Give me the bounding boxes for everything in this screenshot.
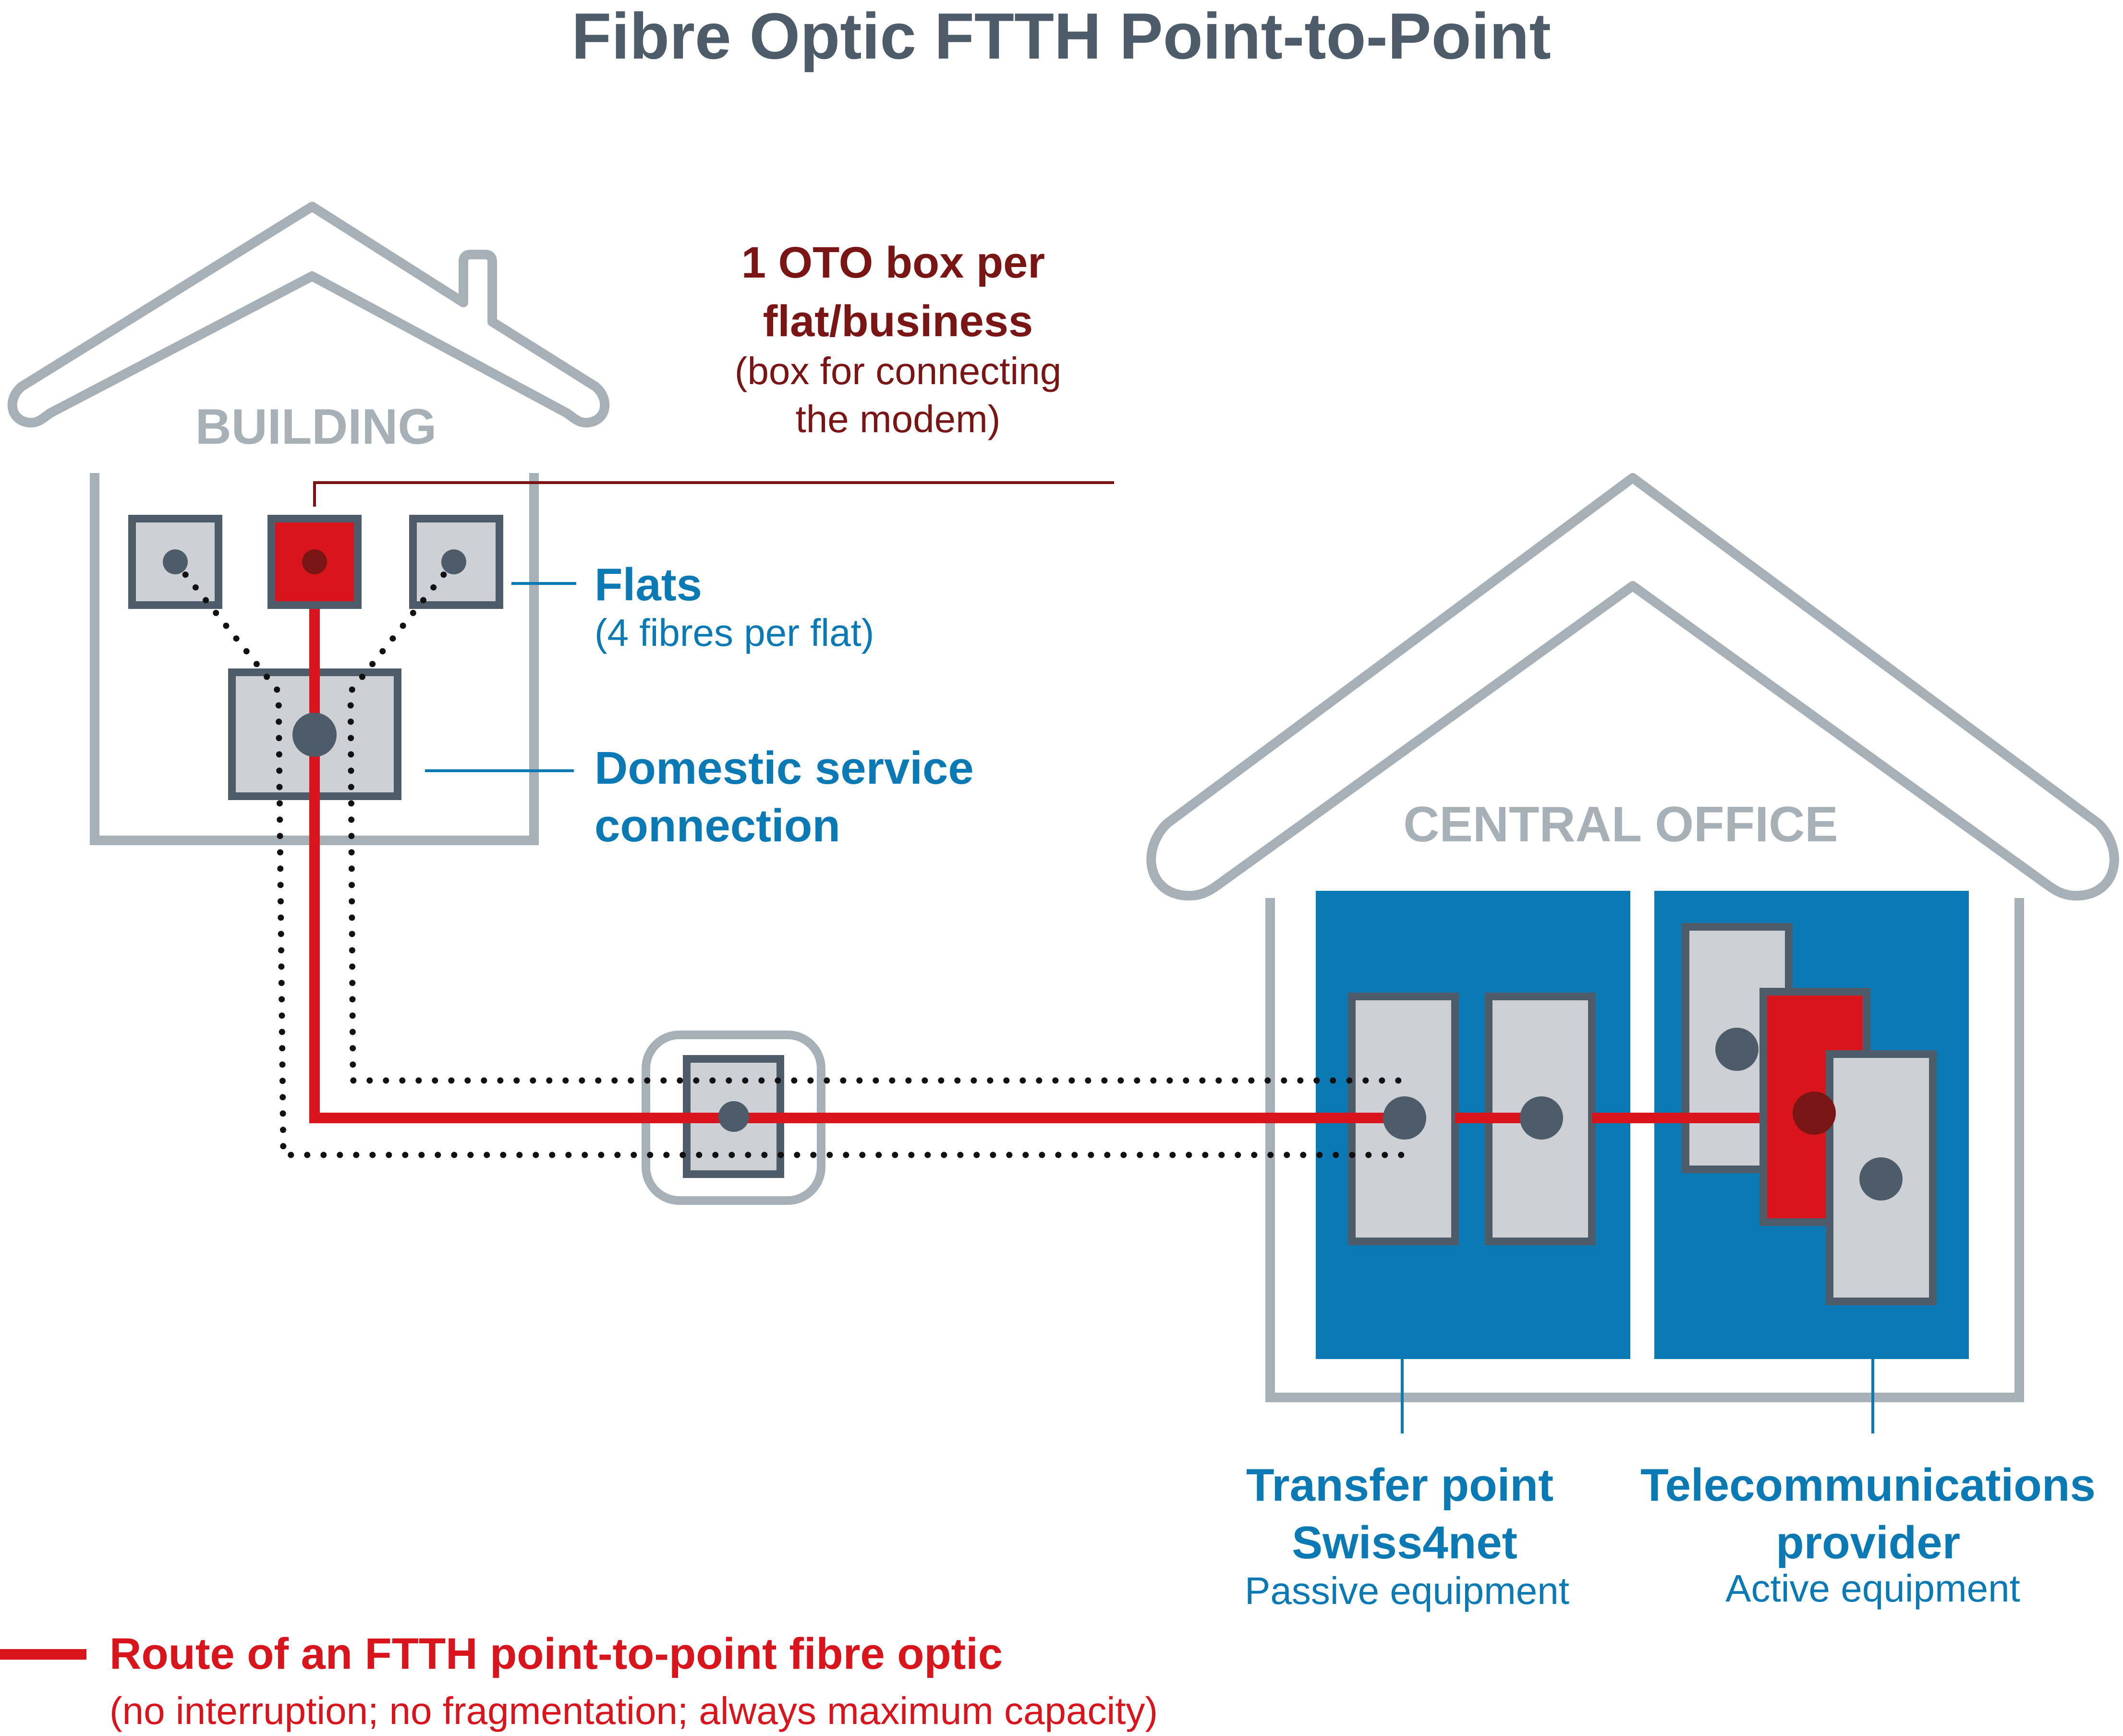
transfer-port-1 [1383, 1096, 1426, 1140]
oto-note-line2: the modem) [796, 398, 1001, 440]
provider-note: Active equipment [1725, 1567, 2020, 1610]
flats-note: (4 fibres per flat) [594, 611, 874, 654]
transfer-label-line1: Transfer point [1246, 1459, 1553, 1511]
junction-port [718, 1101, 749, 1132]
provider-label-line2: provider [1776, 1517, 1960, 1568]
oto-annotation: 1 OTO box per flat/business (box for con… [735, 238, 1061, 440]
provider-port-back [1715, 1028, 1759, 1071]
oto-note-line1: (box for connecting [735, 350, 1061, 392]
building-label: BUILDING [195, 399, 437, 455]
central-office-walls [1265, 898, 2024, 1402]
legend-note: (no interruption; no fragmentation; alwa… [109, 1689, 1158, 1732]
flats-label: Flats [594, 559, 702, 610]
oto-heading-line2: flat/business [763, 297, 1033, 346]
diagram-title: Fibre Optic FTTH Point-to-Point [571, 0, 1551, 73]
dotted-fibre-left-flat [172, 558, 1408, 1158]
dotted-fibres [172, 558, 1408, 1158]
building-house: BUILDING [7, 202, 610, 845]
domestic-label-line2: connection [594, 800, 840, 851]
dotted-fibre-right-flat [347, 558, 1408, 1084]
transfer-annotation: Transfer point Swiss4net Passive equipme… [1245, 1459, 1569, 1612]
flats-annotation: Flats (4 fibres per flat) [594, 559, 874, 654]
flat-port-right [441, 549, 466, 574]
flat-port-oto [302, 549, 327, 574]
oto-heading-line1: 1 OTO box per [741, 238, 1045, 287]
central-office-house: CENTRAL OFFICE [1146, 473, 2119, 1402]
domestic-annotation: Domestic service connection [594, 742, 974, 851]
domestic-label-line1: Domestic service [594, 742, 974, 794]
building-roof [7, 202, 610, 428]
domestic-port [292, 713, 337, 757]
flat-box-left [128, 515, 222, 609]
oto-connector-line [313, 481, 1114, 507]
central-office-roof [1146, 473, 2119, 901]
transfer-label-line2: Swiss4net [1292, 1517, 1517, 1568]
provider-port-active [1793, 1092, 1836, 1135]
provider-annotation: Telecommunications provider Active equip… [1640, 1459, 2096, 1610]
transfer-note: Passive equipment [1245, 1569, 1569, 1612]
legend: Route of an FTTH point-to-point fibre op… [0, 1629, 1158, 1732]
transfer-port-2 [1520, 1096, 1563, 1140]
central-office-label: CENTRAL OFFICE [1403, 797, 1838, 852]
flat-port-left [163, 549, 188, 574]
provider-port-front [1859, 1157, 1903, 1201]
legend-title: Route of an FTTH point-to-point fibre op… [109, 1629, 1003, 1678]
provider-label-line1: Telecommunications [1640, 1459, 2096, 1511]
